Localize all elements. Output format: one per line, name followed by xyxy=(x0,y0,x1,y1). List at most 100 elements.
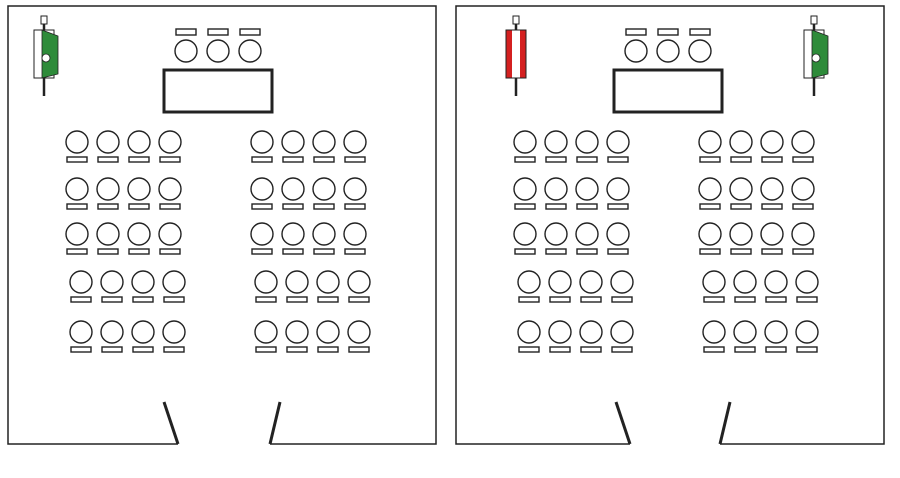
seat xyxy=(100,320,124,344)
seat-desk xyxy=(97,156,119,163)
seat-desk xyxy=(792,156,814,163)
seat-desk xyxy=(313,248,335,255)
head-table-group xyxy=(612,28,724,114)
seat-desk xyxy=(101,296,123,303)
seat xyxy=(65,130,89,154)
head-table-group xyxy=(162,28,274,114)
door-leaf-right xyxy=(718,401,732,445)
flag-green-white xyxy=(33,15,59,96)
flag-green-field xyxy=(41,29,59,79)
seat xyxy=(250,177,274,201)
flag-finial xyxy=(40,15,48,25)
seat-desk xyxy=(549,296,571,303)
seat xyxy=(127,177,151,201)
seat xyxy=(575,177,599,201)
seat-desk xyxy=(699,248,721,255)
seat-desk xyxy=(576,156,598,163)
seat xyxy=(131,270,155,294)
seat xyxy=(131,320,155,344)
seat-desk xyxy=(514,156,536,163)
chair xyxy=(206,39,230,63)
seat xyxy=(254,270,278,294)
chair-back xyxy=(625,28,647,36)
seat-desk xyxy=(317,296,339,303)
seat xyxy=(548,270,572,294)
door xyxy=(614,401,732,446)
seat xyxy=(548,320,572,344)
flag-finial xyxy=(810,15,818,25)
seat xyxy=(733,270,757,294)
seat-desk xyxy=(730,203,752,210)
room-left xyxy=(7,5,437,446)
seat-desk xyxy=(703,346,725,353)
seat-desk xyxy=(313,203,335,210)
seat-desk xyxy=(607,203,629,210)
seat-desk xyxy=(255,346,277,353)
seat-desk xyxy=(765,346,787,353)
seat-desk xyxy=(159,156,181,163)
seat-desk xyxy=(699,203,721,210)
head-table xyxy=(612,68,724,114)
seat-desk xyxy=(282,248,304,255)
seat xyxy=(513,130,537,154)
seat-desk xyxy=(580,346,602,353)
flag-stripe xyxy=(520,30,526,78)
seat-desk xyxy=(132,296,154,303)
seat-desk xyxy=(792,248,814,255)
room-right xyxy=(455,5,885,446)
chair xyxy=(688,39,712,63)
seat-desk xyxy=(251,248,273,255)
seat-desk xyxy=(66,156,88,163)
seat-desk xyxy=(128,203,150,210)
seat-desk xyxy=(518,346,540,353)
seat xyxy=(127,222,151,246)
seat xyxy=(312,130,336,154)
door-leaf-left xyxy=(162,401,180,445)
seat xyxy=(606,222,630,246)
seat-desk xyxy=(344,203,366,210)
seat xyxy=(316,270,340,294)
seat xyxy=(760,130,784,154)
seat xyxy=(69,320,93,344)
seat xyxy=(579,270,603,294)
seat xyxy=(316,320,340,344)
flag-finial xyxy=(512,15,520,25)
seat-desk xyxy=(251,156,273,163)
chair xyxy=(174,39,198,63)
seat-desk xyxy=(734,346,756,353)
seat xyxy=(158,222,182,246)
flag-stripe xyxy=(506,30,512,78)
seat xyxy=(158,177,182,201)
seat xyxy=(65,177,89,201)
seat-desk xyxy=(344,248,366,255)
seat-block-right xyxy=(250,130,371,353)
seat xyxy=(158,130,182,154)
seat-desk xyxy=(611,346,633,353)
seat xyxy=(100,270,124,294)
seat xyxy=(69,270,93,294)
seat xyxy=(610,270,634,294)
seat-desk xyxy=(607,248,629,255)
chair xyxy=(238,39,262,63)
seat xyxy=(795,320,819,344)
seat-desk xyxy=(159,248,181,255)
seat xyxy=(610,320,634,344)
seat xyxy=(343,222,367,246)
flag-emblem xyxy=(41,53,51,63)
seat-desk xyxy=(545,248,567,255)
seat-desk xyxy=(70,296,92,303)
seat xyxy=(96,222,120,246)
seat-desk xyxy=(761,156,783,163)
seat xyxy=(347,270,371,294)
chair-back xyxy=(207,28,229,36)
seat xyxy=(281,177,305,201)
chair-back xyxy=(175,28,197,36)
seat-desk xyxy=(97,203,119,210)
seat xyxy=(285,320,309,344)
seat xyxy=(764,270,788,294)
chair-back xyxy=(657,28,679,36)
flag-outline xyxy=(505,29,527,79)
seat xyxy=(698,130,722,154)
chair-back xyxy=(239,28,261,36)
seat xyxy=(312,222,336,246)
